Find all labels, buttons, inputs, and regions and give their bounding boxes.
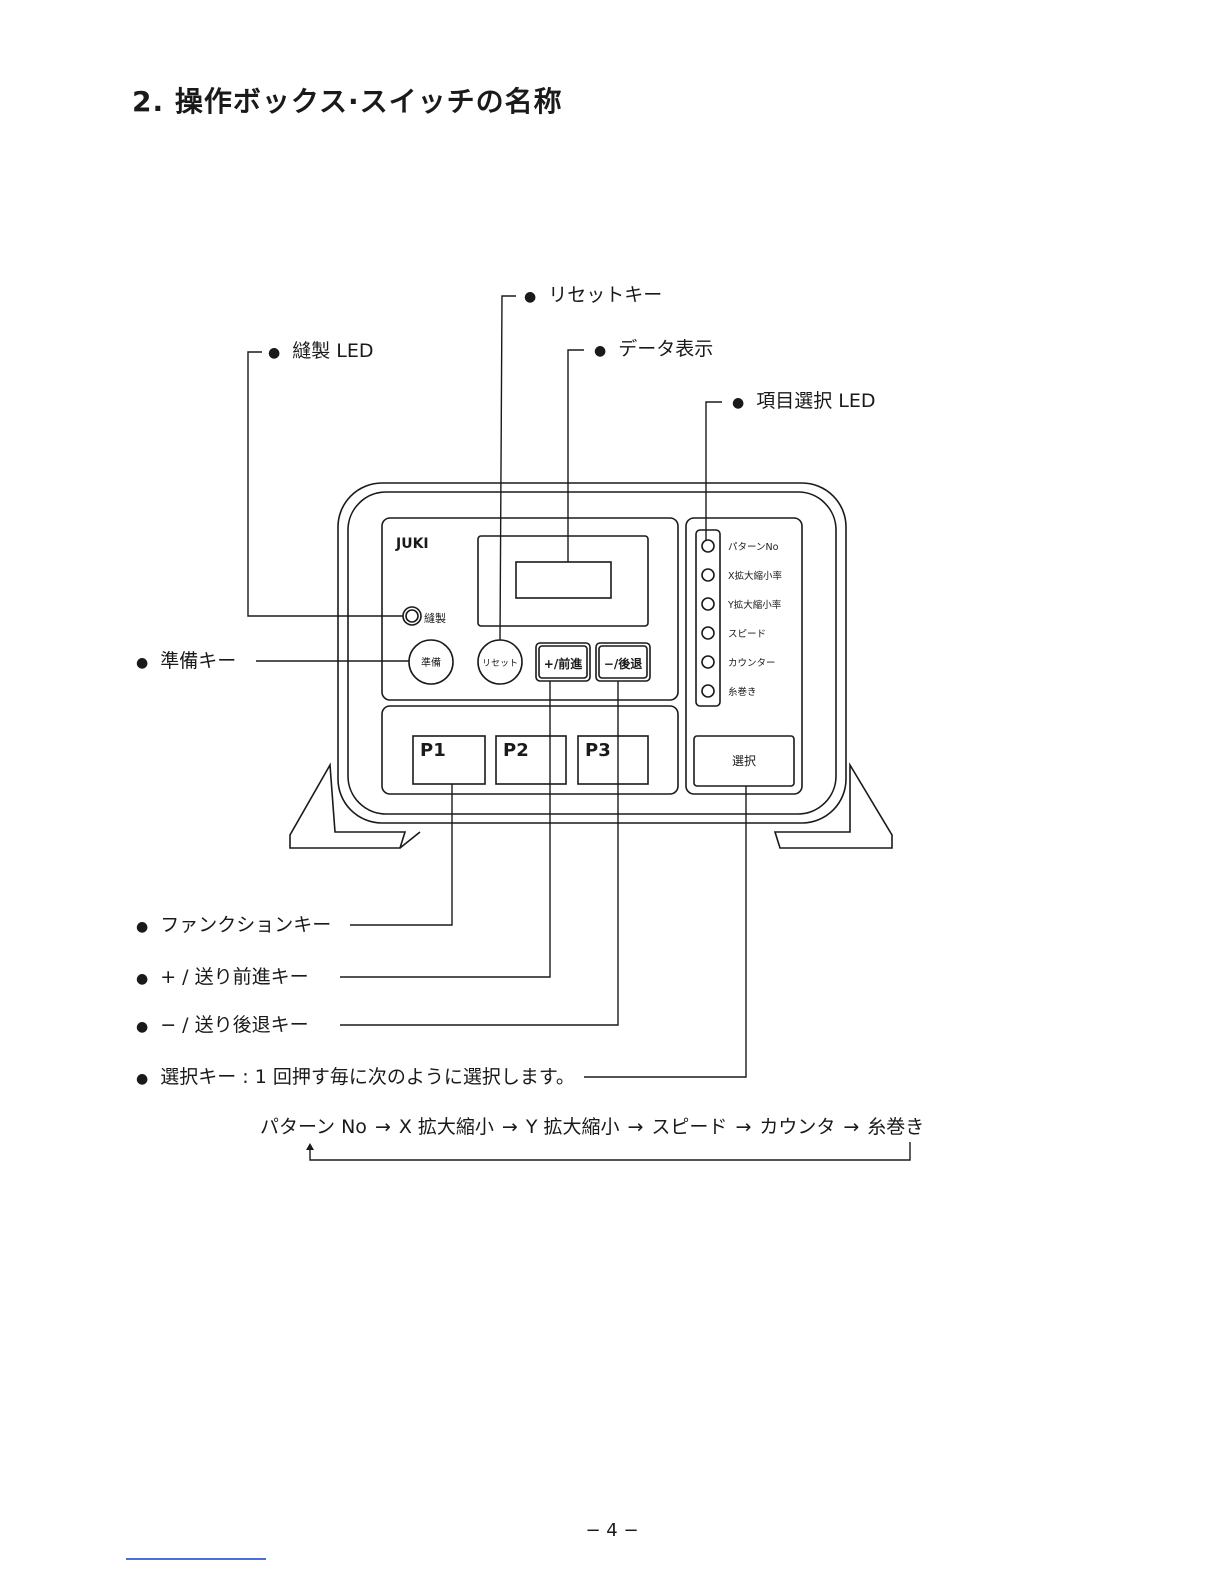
callout-minus-key: ●− / 送り後退キー (136, 1016, 309, 1035)
bullet-icon: ● (732, 395, 744, 411)
right-foot (775, 765, 892, 848)
led-label-x-scale: X拡大縮小率 (728, 570, 783, 582)
cycle-item: X 拡大縮小 (399, 1116, 494, 1138)
select-key-label[interactable]: 選択 (732, 754, 756, 768)
arrow-right-icon: → (735, 1116, 751, 1138)
callout-data-display: ●データ表示 (594, 340, 713, 359)
data-display (516, 562, 611, 598)
bullet-icon: ● (136, 655, 148, 671)
ready-key-label[interactable]: 準備 (421, 656, 441, 669)
bullet-icon: ● (136, 919, 148, 935)
bullet-icon: ● (594, 343, 606, 359)
led-strip (696, 530, 720, 706)
footer-rule (126, 1558, 266, 1560)
leader-function (350, 784, 452, 925)
minus-key-label[interactable]: −/後退 (604, 656, 642, 671)
led-label-pattern: パターンNo (728, 542, 779, 553)
callout-reset-key: ●リセットキー (524, 286, 662, 305)
p3-label[interactable]: P3 (585, 740, 611, 761)
bullet-icon: ● (136, 971, 148, 987)
plus-key-label[interactable]: +/前進 (544, 656, 583, 671)
arrow-right-icon: → (628, 1116, 644, 1138)
cycle-item: スピード (651, 1116, 727, 1138)
cycle-item: Y 拡大縮小 (526, 1116, 620, 1138)
leader-data-display (568, 350, 584, 562)
select-cycle-sequence: パターン No → X 拡大縮小 → Y 拡大縮小 → スピード → カウンタ → 糸巻き (260, 1112, 924, 1139)
leader-select (584, 786, 746, 1077)
led-label-counter: カウンター (728, 658, 776, 669)
arrow-right-icon: → (375, 1116, 391, 1138)
page-number: − 4 − (0, 1520, 1224, 1541)
bullet-icon: ● (136, 1071, 148, 1087)
led-label-y-scale: Y拡大縮小率 (727, 599, 782, 611)
leader-reset (500, 296, 516, 640)
cycle-return-arrow-icon (306, 1143, 314, 1150)
p2-label[interactable]: P2 (503, 740, 529, 761)
bullet-icon: ● (136, 1019, 148, 1035)
cycle-item: 糸巻き (867, 1116, 924, 1138)
callout-sewing-led: ●縫製 LED (268, 342, 373, 361)
callout-plus-key: ●+ / 送り前進キー (136, 968, 309, 987)
arrow-right-icon: → (843, 1116, 859, 1138)
callout-item-select-led: ●項目選択 LED (732, 392, 875, 411)
bullet-icon: ● (524, 289, 536, 305)
cycle-return-line (310, 1142, 910, 1160)
reset-key-label[interactable]: リセット (482, 658, 518, 669)
leader-item-led (706, 402, 722, 540)
callout-function-key: ●ファンクションキー (136, 916, 331, 935)
led-label-speed: スピード (728, 629, 766, 640)
leader-sewing-led (248, 352, 403, 616)
cycle-item: パターン No (260, 1116, 367, 1138)
callout-ready-key: ●準備キー (136, 652, 236, 671)
juki-logo: JUKI (395, 536, 429, 552)
bullet-icon: ● (268, 345, 280, 361)
right-panel (686, 518, 802, 794)
housing-outer (338, 483, 846, 823)
led-label-winding: 糸巻き (728, 686, 757, 698)
sewing-led-label: 縫製 (424, 611, 446, 625)
leader-plus (340, 681, 550, 977)
callout-select-key: ●選択キー : 1 回押す毎に次のように選択します。 (136, 1068, 575, 1087)
p1-label[interactable]: P1 (420, 740, 446, 761)
display-bezel (478, 536, 648, 626)
cycle-item: カウンタ (759, 1116, 835, 1138)
arrow-right-icon: → (502, 1116, 518, 1138)
